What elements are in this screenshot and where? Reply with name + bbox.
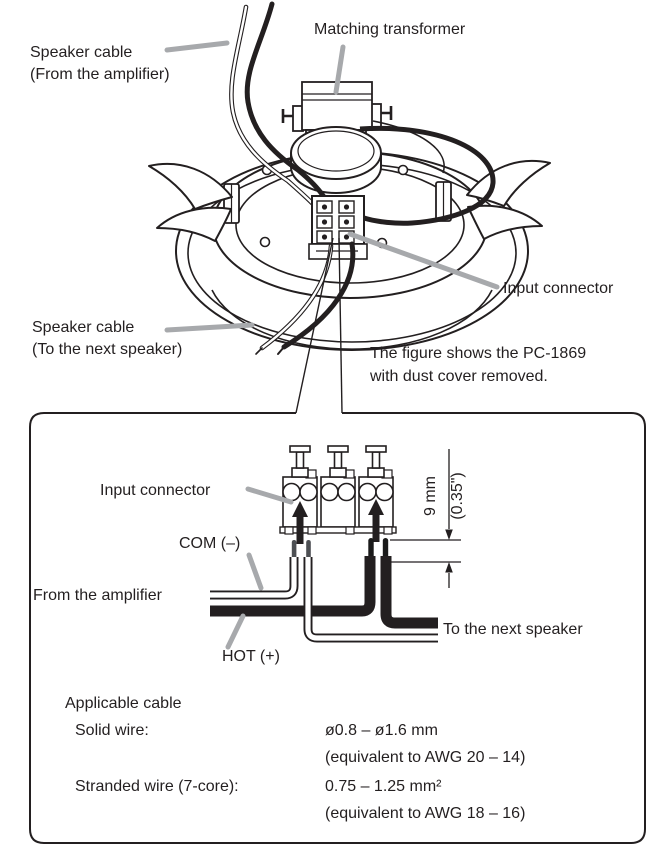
label-to-next-speaker: To the next speaker: [443, 621, 583, 638]
black-cable-top: [244, 1, 327, 200]
label-com: COM (–): [179, 535, 241, 552]
cable-loop: [359, 125, 496, 226]
label-matching-transformer: Matching transformer: [314, 21, 466, 38]
label-speaker-cable-amp-line1: Speaker cable: [30, 44, 133, 61]
value-solid-wire: ø0.8 – ø1.6 mm: [325, 722, 438, 739]
label-from-amplifier: From the amplifier: [33, 587, 162, 604]
label-strip-length-inch: (0.35"): [449, 472, 466, 520]
callout-lines: [295, 237, 343, 414]
label-strip-length-mm: 9 mm: [422, 476, 439, 516]
label-input-connector-detail: Input connector: [100, 482, 211, 499]
value-solid-wire-equivalent: (equivalent to AWG 20 – 14): [325, 749, 526, 766]
magnet-drawing: [290, 126, 382, 194]
label-speaker-cable-next-line1: Speaker cable: [32, 319, 135, 336]
mounting-wing-left: [148, 162, 233, 242]
speaker-cables-top: [229, 1, 327, 206]
leader-hot: [225, 613, 246, 650]
terminal-block-drawing: [279, 445, 397, 535]
wiring-drawing: [210, 556, 438, 643]
stripped-wire-tips: [291, 538, 389, 561]
leader-input-connector-top: [347, 231, 500, 290]
dimension-indicator: [390, 449, 461, 588]
black-cable-bottom: [281, 241, 356, 350]
leader-com: [246, 552, 264, 591]
leader-speaker-cable-next: [164, 322, 255, 333]
hot-wire-to-next-speaker: [380, 556, 438, 629]
input-connector-drawing: [308, 195, 368, 260]
insertion-arrows: [292, 499, 384, 544]
com-wire-to-next-speaker-core: [305, 557, 438, 641]
label-figure-note-line1: The figure shows the PC-1869: [370, 345, 587, 362]
value-stranded-wire: 0.75 – 1.25 mm²: [325, 778, 442, 795]
label-hot: HOT (+): [222, 648, 280, 665]
leader-lines: [164, 40, 500, 650]
transformer-lead-wire: [372, 120, 445, 174]
label-applicable-cable: Applicable cable: [65, 695, 182, 712]
com-wire-from-amplifier-core: [210, 557, 297, 598]
baffle-rim-arc: [211, 289, 493, 350]
leader-speaker-cable-amp: [164, 40, 230, 53]
value-stranded-wire-equivalent: (equivalent to AWG 18 – 16): [325, 805, 526, 822]
label-input-connector-top: Input connector: [503, 280, 614, 297]
label-speaker-cable-next-line2: (To the next speaker): [32, 341, 183, 358]
speaker-illustration: [148, 1, 551, 355]
label-stranded-wire: Stranded wire (7-core):: [75, 778, 239, 795]
label-solid-wire: Solid wire:: [75, 722, 149, 739]
label-figure-note-line2: with dust cover removed.: [370, 368, 548, 385]
hot-wire-from-amplifier: [210, 556, 376, 617]
white-cable-top-core: [230, 5, 314, 205]
leader-input-connector-detail: [245, 486, 294, 505]
detail-box-outline: [29, 412, 646, 844]
leader-matching-transformer: [333, 44, 346, 95]
label-speaker-cable-amp-line2: (From the amplifier): [30, 66, 170, 83]
